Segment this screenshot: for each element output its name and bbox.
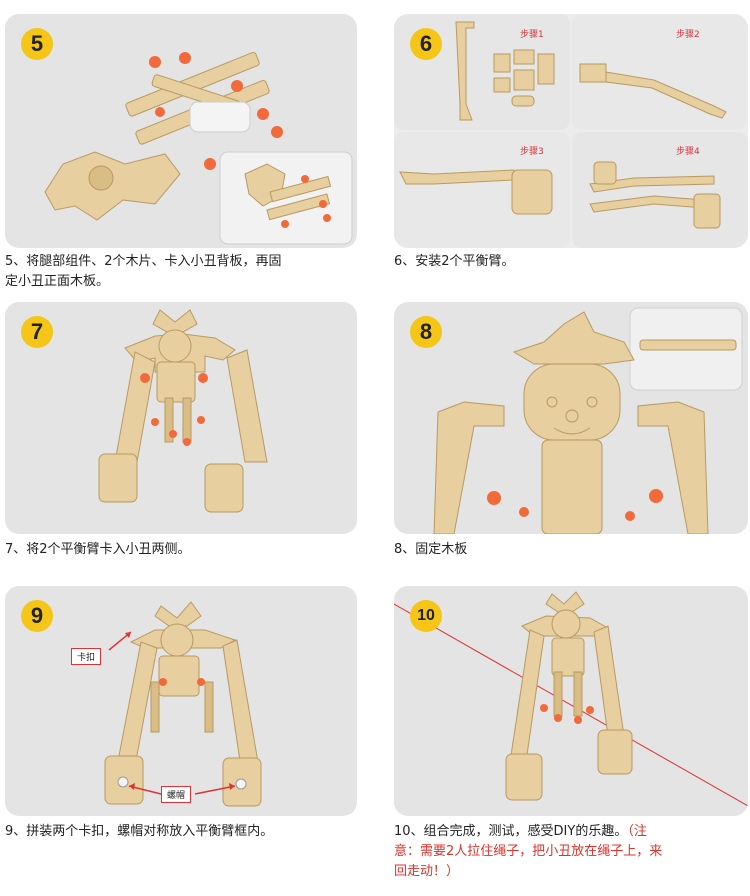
step-7-badge: 7 [21,316,53,348]
step-8-illustration [433,307,743,534]
step-10-illustration [394,591,748,807]
step-8-caption-line-1: 8、固定木板 [394,542,468,557]
step-10-photo: 10 [394,586,748,816]
substep-3-label: 步骤3 [520,147,544,157]
step-9-badge: 9 [21,600,53,632]
step-7-caption-line-1: 7、将2个平衡臂卡入小丑两侧。 [5,542,191,557]
step-5-photo: 5 [5,14,357,248]
callout-clip: 卡扣 [71,648,102,665]
step-9-caption-line-1: 9、拼装两个卡扣，螺帽对称放入平衡臂框内。 [5,824,274,839]
step-7-illustration [98,309,268,513]
step-5-caption-line-2: 定小丑正面木板。 [5,274,110,289]
step-8-photo: 8 [394,302,748,534]
step-7-photo: 7 [5,302,357,534]
step-5-caption-line-1: 5、将腿部组件、2个木片、卡入小丑背板，再固 [5,254,282,269]
callout-nut: 螺帽 [161,786,192,803]
substep-2-label: 步骤2 [676,30,700,40]
step-10-note-line-2: 意：需要2人拉住绳子，把小丑放在绳子上，来 [394,844,663,859]
step-5-illustration [44,51,353,245]
step-6-photo: 6 步骤1 步骤2 步骤3 步骤4 [394,14,748,248]
substep-4-label: 步骤4 [676,147,700,157]
step-10-note-line-1: （注 [627,824,647,839]
step-9-illustration [104,601,262,807]
substep-1-label: 步骤1 [520,30,544,40]
step-6-badge: 6 [410,28,442,60]
step-5-badge: 5 [21,28,53,60]
step-8-badge: 8 [410,316,442,348]
step-10-note-line-3: 回走动！） [394,864,460,879]
step-6-caption-line-1: 6、安装2个平衡臂。 [394,254,515,269]
step-9-photo: 9 卡扣 螺帽 [5,586,357,816]
step-10-badge: 10 [410,600,442,632]
step-6-illustration [399,21,727,229]
step-10-caption-main: 10、组合完成，测试，感受DIY的乐趣。 [394,824,628,839]
